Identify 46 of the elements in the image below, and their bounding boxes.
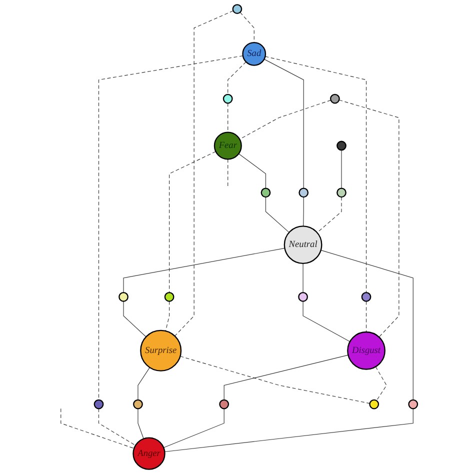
connector (163, 408, 224, 448)
connector (264, 58, 304, 189)
node-circle (118, 292, 128, 302)
connector (240, 12, 254, 43)
connector (264, 56, 367, 293)
connector (164, 408, 414, 452)
connector (174, 10, 234, 336)
connector (338, 100, 400, 338)
connector (302, 301, 350, 342)
node-circle (361, 292, 372, 302)
node-circle (260, 188, 271, 198)
node-circle (94, 399, 104, 410)
node-circle: Anger (132, 437, 166, 470)
node-circle: Surprise (140, 330, 182, 372)
node-circle (369, 399, 380, 410)
node-circle (232, 4, 242, 14)
connector (138, 408, 144, 440)
connector (265, 196, 290, 233)
node-circle (222, 94, 233, 104)
node-circle (298, 188, 309, 198)
connector (341, 150, 342, 189)
connector (123, 301, 146, 338)
connector (316, 196, 342, 233)
node-circle: Neutral (284, 226, 322, 264)
connector (60, 408, 134, 449)
node-circle (133, 399, 143, 410)
connector (224, 354, 348, 400)
connector (180, 356, 370, 404)
connector (98, 408, 136, 446)
connector (238, 153, 266, 189)
connector (303, 196, 304, 226)
node-circle: Disgust (347, 331, 386, 370)
node-circle (298, 292, 308, 302)
connector (123, 248, 286, 293)
node-circle (336, 188, 346, 198)
node-circle (330, 94, 340, 104)
node-circle (336, 140, 346, 151)
node-circle (408, 399, 418, 410)
node-circle (164, 292, 174, 302)
connector (320, 250, 414, 400)
connector (138, 367, 150, 400)
node-circle (219, 399, 230, 410)
connector (98, 55, 244, 400)
node-circle: Sad (242, 42, 266, 66)
connector (302, 263, 304, 293)
node-circle: Fear (214, 132, 242, 160)
